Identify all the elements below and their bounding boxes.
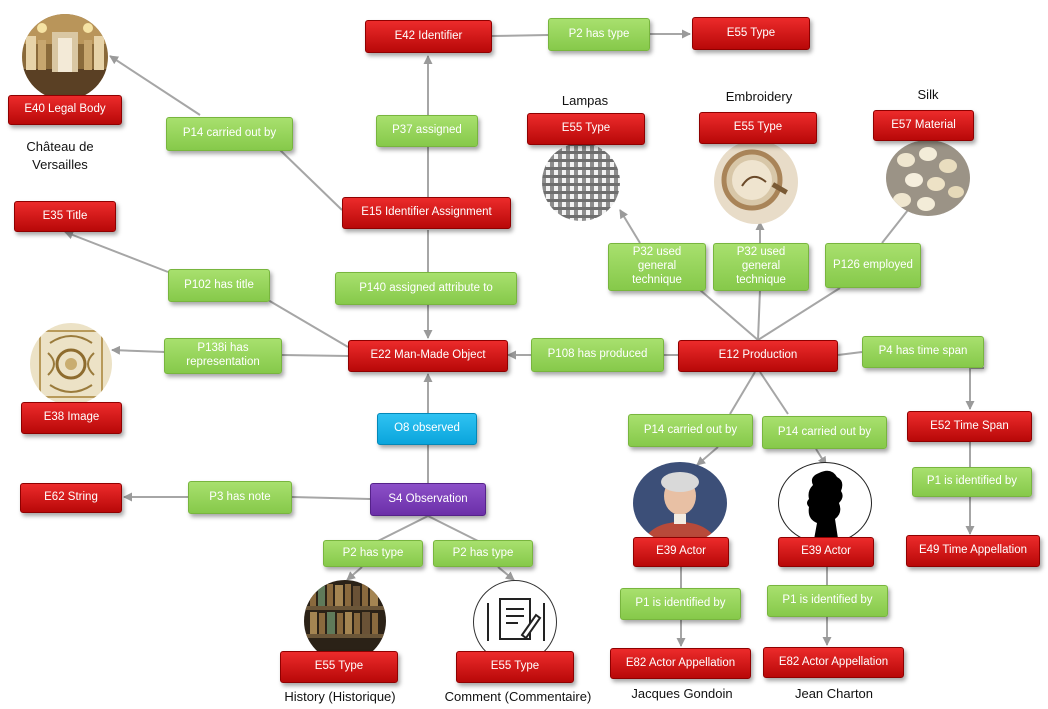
node-e55-type-embroidery[interactable]: E55 Type bbox=[699, 112, 817, 144]
node-e38-image[interactable]: E38 Image bbox=[21, 402, 122, 434]
label-chateau-de-versailles: Château de Versailles bbox=[26, 139, 94, 173]
node-e49-time-appellation[interactable]: E49 Time Appellation bbox=[906, 535, 1040, 567]
node-e82-actor-appellation-gondoin[interactable]: E82 Actor Appellation bbox=[610, 648, 751, 679]
edge-p108-has-produced[interactable]: P108 has produced bbox=[531, 338, 664, 372]
silk-cocoons-image bbox=[886, 140, 970, 216]
lampas-weave-image bbox=[542, 143, 620, 221]
edge-p14-carried-out-by-charton[interactable]: P14 carried out by bbox=[762, 416, 887, 449]
edge-p2-has-type-top[interactable]: P2 has type bbox=[548, 18, 650, 51]
node-e12-production[interactable]: E12 Production bbox=[678, 340, 838, 372]
label-lampas: Lampas bbox=[561, 93, 609, 108]
label-jacques-gondoin: Jacques Gondoin bbox=[631, 686, 733, 701]
node-e42-identifier[interactable]: E42 Identifier bbox=[365, 20, 492, 53]
node-e39-actor-charton[interactable]: E39 Actor bbox=[778, 537, 874, 567]
node-e40-legal-body[interactable]: E40 Legal Body bbox=[8, 95, 122, 125]
node-e55-type-history[interactable]: E55 Type bbox=[280, 651, 398, 683]
node-e55-type-top[interactable]: E55 Type bbox=[692, 17, 810, 50]
node-e52-time-span[interactable]: E52 Time Span bbox=[907, 411, 1032, 442]
edge-p32-used-general-technique-lampas[interactable]: P32 used general technique bbox=[608, 243, 706, 291]
ornamental-panel-image bbox=[30, 323, 112, 405]
edge-p3-has-note[interactable]: P3 has note bbox=[188, 481, 292, 514]
edge-o8-observed[interactable]: O8 observed bbox=[377, 413, 477, 445]
archive-bookshelf-image bbox=[304, 580, 386, 662]
label-comment: Comment (Commentaire) bbox=[444, 689, 592, 704]
label-jean-charton: Jean Charton bbox=[794, 686, 874, 701]
edge-p102-has-title[interactable]: P102 has title bbox=[168, 269, 270, 302]
edge-p32-used-general-technique-embroidery[interactable]: P32 used general technique bbox=[713, 243, 809, 291]
hall-of-mirrors-image bbox=[22, 14, 108, 100]
edge-p1-is-identified-by-time[interactable]: P1 is identified by bbox=[912, 467, 1032, 497]
edge-p2-has-type-comment[interactable]: P2 has type bbox=[433, 540, 533, 567]
node-e39-actor-gondoin[interactable]: E39 Actor bbox=[633, 537, 729, 567]
label-history: History (Historique) bbox=[284, 689, 396, 704]
edge-p14-carried-out-by-gondoin[interactable]: P14 carried out by bbox=[628, 414, 753, 447]
node-e82-actor-appellation-charton[interactable]: E82 Actor Appellation bbox=[763, 647, 904, 678]
node-e35-title[interactable]: E35 Title bbox=[14, 201, 116, 232]
node-e57-material[interactable]: E57 Material bbox=[873, 110, 974, 141]
edge-p14-carried-out-by-legal[interactable]: P14 carried out by bbox=[166, 117, 293, 151]
document-pen-icon bbox=[473, 580, 557, 664]
label-silk: Silk bbox=[917, 87, 939, 102]
edge-p1-is-identified-by-gondoin[interactable]: P1 is identified by bbox=[620, 588, 741, 620]
edge-p37-assigned[interactable]: P37 assigned bbox=[376, 115, 478, 147]
node-e55-type-lampas[interactable]: E55 Type bbox=[527, 113, 645, 145]
node-s4-observation[interactable]: S4 Observation bbox=[370, 483, 486, 516]
node-e55-type-comment[interactable]: E55 Type bbox=[456, 651, 574, 683]
portrait-painting-image bbox=[633, 462, 727, 544]
node-e62-string[interactable]: E62 String bbox=[20, 483, 122, 513]
embroidery-hoop-image bbox=[714, 140, 798, 224]
edge-p140-assigned-attribute-to[interactable]: P140 assigned attribute to bbox=[335, 272, 517, 305]
node-e22-man-made-object[interactable]: E22 Man-Made Object bbox=[348, 340, 508, 372]
edge-p2-has-type-history[interactable]: P2 has type bbox=[323, 540, 423, 567]
label-embroidery: Embroidery bbox=[725, 89, 793, 104]
silhouette-portrait-image bbox=[778, 462, 872, 544]
edge-p1-is-identified-by-charton[interactable]: P1 is identified by bbox=[767, 585, 888, 617]
edge-p138i-has-representation[interactable]: P138i has representation bbox=[164, 338, 282, 374]
edge-p126-employed[interactable]: P126 employed bbox=[825, 243, 921, 288]
edge-p4-has-time-span[interactable]: P4 has time span bbox=[862, 336, 984, 368]
node-e15-identifier-assignment[interactable]: E15 Identifier Assignment bbox=[342, 197, 511, 229]
